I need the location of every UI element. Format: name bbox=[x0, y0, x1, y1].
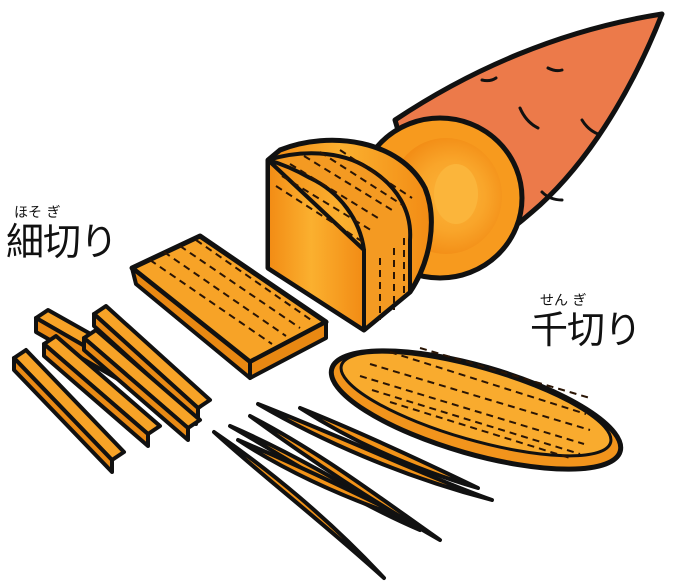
stick-4 bbox=[82, 328, 202, 442]
sengiri-ruby: せん ぎ bbox=[540, 293, 587, 309]
hosogiri-ruby: ほそ ぎ bbox=[14, 205, 61, 221]
sengiri-label: せん ぎ 千切り bbox=[530, 293, 642, 352]
carrot-plank bbox=[129, 233, 329, 380]
hosogiri-label: ほそ ぎ 細切り bbox=[6, 205, 118, 264]
julienne-strips bbox=[212, 402, 494, 580]
sengiri-text: 千切り bbox=[530, 308, 642, 352]
carrot-sticks bbox=[12, 304, 212, 474]
hosogiri-text: 細切り bbox=[6, 220, 118, 264]
stick-5 bbox=[12, 348, 126, 474]
carrot-oval-slice bbox=[328, 347, 624, 472]
stick-3 bbox=[42, 334, 162, 448]
half-moon-block bbox=[265, 137, 434, 333]
